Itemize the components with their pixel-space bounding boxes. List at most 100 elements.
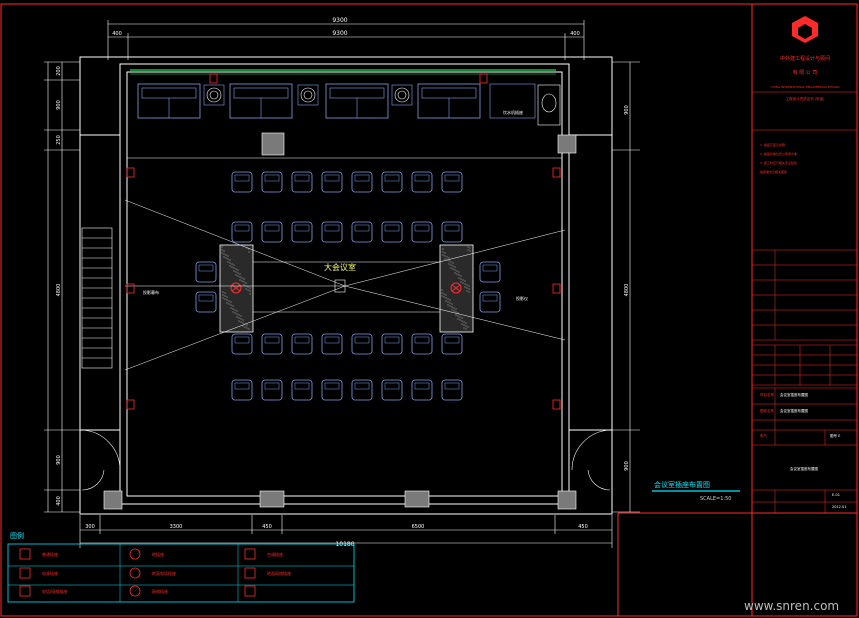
texture-dot <box>464 286 466 288</box>
legend-item: 地插座 <box>129 548 164 560</box>
texture-dot <box>225 257 227 259</box>
texture-dot <box>466 284 468 286</box>
chair <box>351 333 373 355</box>
texture-dot <box>241 280 243 282</box>
texture-dot <box>233 270 235 272</box>
texture-dot <box>461 323 463 325</box>
legend-box <box>7 543 355 603</box>
texture-dot <box>246 327 248 329</box>
texture-dot <box>442 248 444 250</box>
texture-dot <box>463 327 465 329</box>
texture-dot <box>467 326 469 328</box>
chair <box>261 221 283 243</box>
texture-dot <box>241 277 243 279</box>
texture-dot <box>465 328 467 330</box>
chair <box>441 171 463 193</box>
column-bottom-mid <box>259 490 285 508</box>
texture-dot <box>463 321 465 323</box>
texture-dot <box>458 271 460 273</box>
chair <box>351 171 373 193</box>
chair <box>321 171 343 193</box>
texture-dot <box>447 304 449 306</box>
texture-dot <box>221 246 223 248</box>
texture-dot <box>445 300 447 302</box>
dimensions-left <box>44 61 80 513</box>
wall-sockets <box>126 73 561 410</box>
texture-dot <box>227 255 229 257</box>
texture-dot <box>451 306 453 308</box>
tb-date: 2012.01 <box>832 505 846 509</box>
texture-dot <box>452 262 454 264</box>
floor-sockets <box>230 282 462 294</box>
tb-label-drawing: 图纸名称 <box>760 408 774 413</box>
texture-dot <box>230 301 232 303</box>
lounge-furniture <box>137 83 561 126</box>
texture-dot <box>461 317 463 319</box>
texture-dot <box>441 289 443 291</box>
chair <box>411 333 433 355</box>
wall-socket <box>552 283 561 294</box>
texture-dot <box>443 296 445 298</box>
projection-lines <box>124 199 566 371</box>
texture-dot <box>462 282 464 284</box>
dim-top-total: 9300 <box>332 17 347 24</box>
title-block-grid <box>752 249 857 514</box>
texture-dot <box>227 261 229 263</box>
column-bottom-left <box>103 490 123 510</box>
texture-dot <box>444 252 446 254</box>
texture-dot <box>229 259 231 261</box>
texture-dot <box>449 299 451 301</box>
texture-dot <box>238 320 240 322</box>
drawing-scale: SCALE=1:50 <box>700 496 731 502</box>
tb-drawing-name: 会议室插座布置图 <box>780 408 808 413</box>
note-top-right: 饮水机插座 <box>503 109 523 115</box>
texture-dot <box>243 278 245 280</box>
texture-dot <box>445 294 447 296</box>
dim-top-right: 400 <box>570 31 580 37</box>
column-top <box>261 132 285 156</box>
texture-dot <box>467 246 469 248</box>
texture-dot <box>248 328 250 330</box>
texture-dot <box>224 298 226 300</box>
texture-dot <box>452 265 454 267</box>
chair <box>441 333 463 355</box>
texture-dot <box>466 290 468 292</box>
dim-bottom-label: 3300 <box>170 524 183 530</box>
chair <box>231 379 253 401</box>
center-label: 大会议室 <box>324 262 356 272</box>
texture-dot <box>455 314 457 316</box>
wall-socket <box>209 73 218 84</box>
texture-dot <box>227 258 229 260</box>
legend-item: 网络插座 <box>129 585 168 597</box>
texture-dot <box>239 273 241 275</box>
texture-dot <box>223 256 225 258</box>
texture-dot <box>242 319 244 321</box>
note-1: 1. 插座高度见说明 <box>760 142 785 147</box>
texture-dot <box>243 284 245 286</box>
texture-dot <box>223 250 225 252</box>
columns <box>103 132 577 510</box>
texture-dot <box>446 256 448 258</box>
texture-dot <box>455 308 457 310</box>
texture-dot <box>460 275 462 277</box>
texture-dot <box>234 312 236 314</box>
legend-item-label: 电源插座 <box>42 570 58 576</box>
texture-dot <box>237 269 239 271</box>
texture-dot <box>222 297 224 299</box>
legend-item: 地面电话插座 <box>129 567 176 579</box>
dim-left-label: 4800 <box>56 284 62 297</box>
sofa <box>137 83 201 119</box>
outer-frame <box>0 3 858 617</box>
texture-dot <box>237 272 239 274</box>
texture-dot <box>454 269 456 271</box>
chair <box>381 379 403 401</box>
texture-dot <box>247 289 249 291</box>
texture-dot <box>245 288 247 290</box>
texture-dot <box>469 250 471 252</box>
chair <box>441 221 463 243</box>
texture-dot <box>442 251 444 253</box>
texture-dot <box>468 285 470 287</box>
dimensions-top <box>107 20 585 60</box>
texture-dot <box>459 319 461 321</box>
